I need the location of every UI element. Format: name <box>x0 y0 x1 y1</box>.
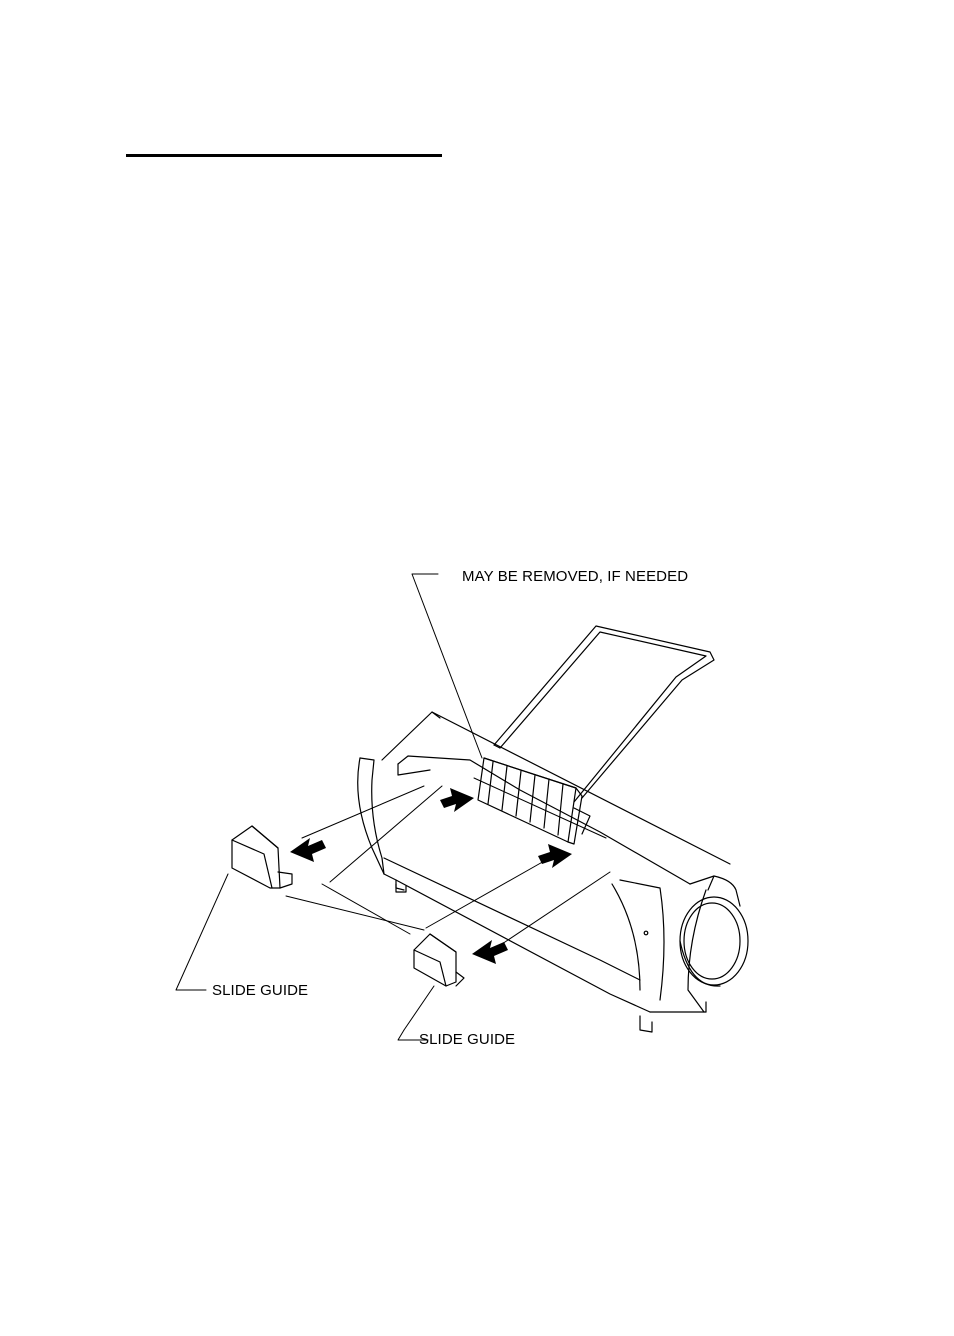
slide-guide <box>232 826 292 888</box>
callout-slide-guide-left: SLIDE GUIDE <box>212 982 308 999</box>
printer-illustration <box>358 712 748 1032</box>
arrow-icon <box>440 788 474 812</box>
leader-lines <box>176 574 610 1040</box>
slide-guide <box>414 934 464 986</box>
arrow-icon <box>290 838 326 862</box>
callout-removable-part: MAY BE REMOVED, IF NEEDED <box>462 568 688 585</box>
removable-insert <box>478 758 590 844</box>
paper-support-tray <box>494 626 714 802</box>
arrow-icon <box>538 844 572 868</box>
callout-slide-guide-center: SLIDE GUIDE <box>419 1031 515 1048</box>
arrow-icon <box>472 940 508 964</box>
